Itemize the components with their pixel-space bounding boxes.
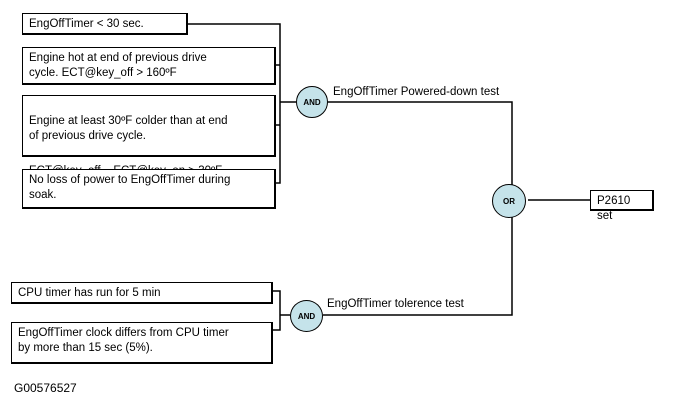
condition-engine-hot: Engine hot at end of previous drive cycl… — [22, 47, 276, 85]
result-box: P2610 set — [590, 190, 654, 222]
condition-clock-differs: EngOffTimer clock differs from CPU timer… — [11, 322, 273, 364]
condition-eng-off-timer: EngOffTimer < 30 sec. — [22, 13, 188, 35]
connector-line — [328, 101, 513, 185]
or-gate: OR — [492, 184, 526, 218]
connector-line — [323, 216, 513, 316]
condition-cpu-timer: CPU timer has run for 5 min — [11, 282, 273, 304]
condition-no-power-loss: No loss of power to EngOffTimer during s… — [22, 169, 276, 209]
connector-line — [187, 23, 281, 184]
label-powered-down-test: EngOffTimer Powered-down test — [333, 86, 500, 98]
and-gate-bottom: AND — [290, 300, 323, 332]
connector-line — [272, 290, 281, 331]
label-tolerance-test: EngOffTimer tolerence test — [327, 298, 464, 310]
and-gate-top: AND — [296, 86, 328, 118]
condition-engine-colder: Engine at least 30ºF colder than at end … — [22, 95, 276, 177]
figure-id: G00576527 — [14, 381, 77, 395]
condition-engine-colder-text: Engine at least 30ºF colder than at end … — [29, 115, 228, 142]
